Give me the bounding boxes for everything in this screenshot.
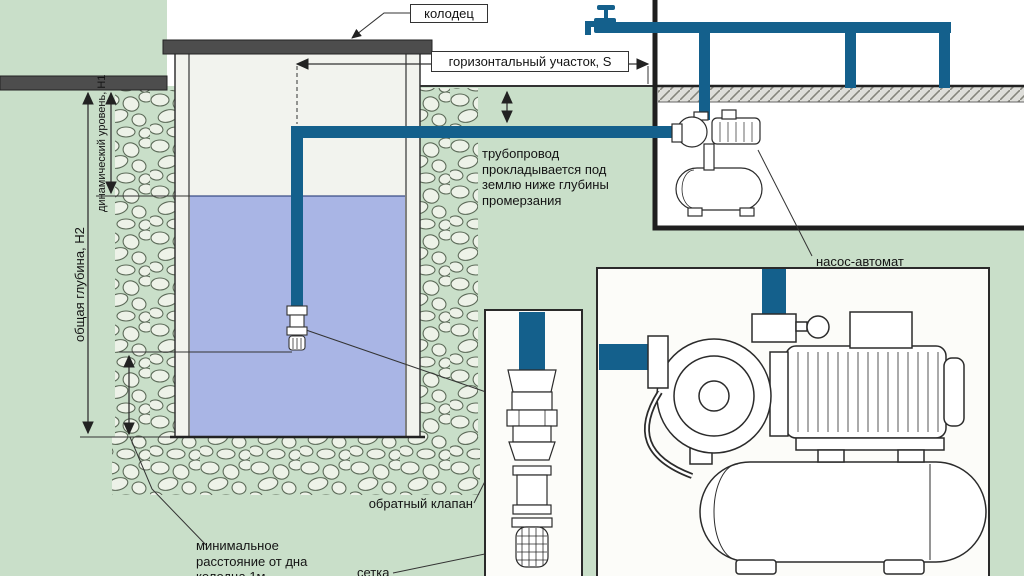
supply-pipe-horizontal [291,126,676,138]
well-cap [162,39,433,55]
big-pump-drawing [643,311,987,575]
pump-station-label: насос-автомат [816,254,904,269]
stone-bed-bottom [112,437,480,495]
pressure-gauge [806,315,830,339]
intake-fitting [286,305,308,351]
strainer-drawing [511,517,553,568]
leader-well-label [351,12,410,39]
well-label: колодец [410,4,488,23]
stone-wall-left [115,90,175,458]
house-pipe-riser-1 [699,24,710,120]
min-distance-label: минимальное расстояние от дна колодца 1м [196,538,308,576]
leader-pump-label [757,149,813,257]
small-pump-drawing [671,109,763,217]
stone-wall-right [420,88,478,458]
dynamic-level-label: динамический уровень, H1 [96,74,108,212]
inset-pipe [519,312,545,370]
suction-pipe-vertical [291,126,303,310]
faucet-icon [585,5,616,35]
pipeline-note: трубопровод прокладывается под землю ниж… [482,146,609,208]
check-valve-label: обратный клапан [368,496,473,511]
pipes [291,5,951,370]
ground-bar [0,75,168,91]
leader-min-distance [129,436,207,546]
house-pipe-top [614,22,951,33]
total-depth-label: общая глубина, H2 [72,227,87,342]
pressure-tank [699,461,987,563]
house-pipe-riser-2 [845,24,856,88]
house-pipe-riser-3 [939,24,950,88]
horizontal-section-label: горизонтальный участок, S [431,51,629,72]
motor [785,345,947,439]
inlet-flange [647,335,669,389]
terminal-box [849,311,913,349]
floor-hatch [655,84,1024,103]
strainer-label: сетка [357,565,390,576]
check-valve-drawing [506,369,558,515]
leader-intake-detail [305,329,487,393]
house-wall [652,0,1024,231]
detail-inlet-pipe [599,344,651,370]
detail-top-pipe [762,269,786,317]
